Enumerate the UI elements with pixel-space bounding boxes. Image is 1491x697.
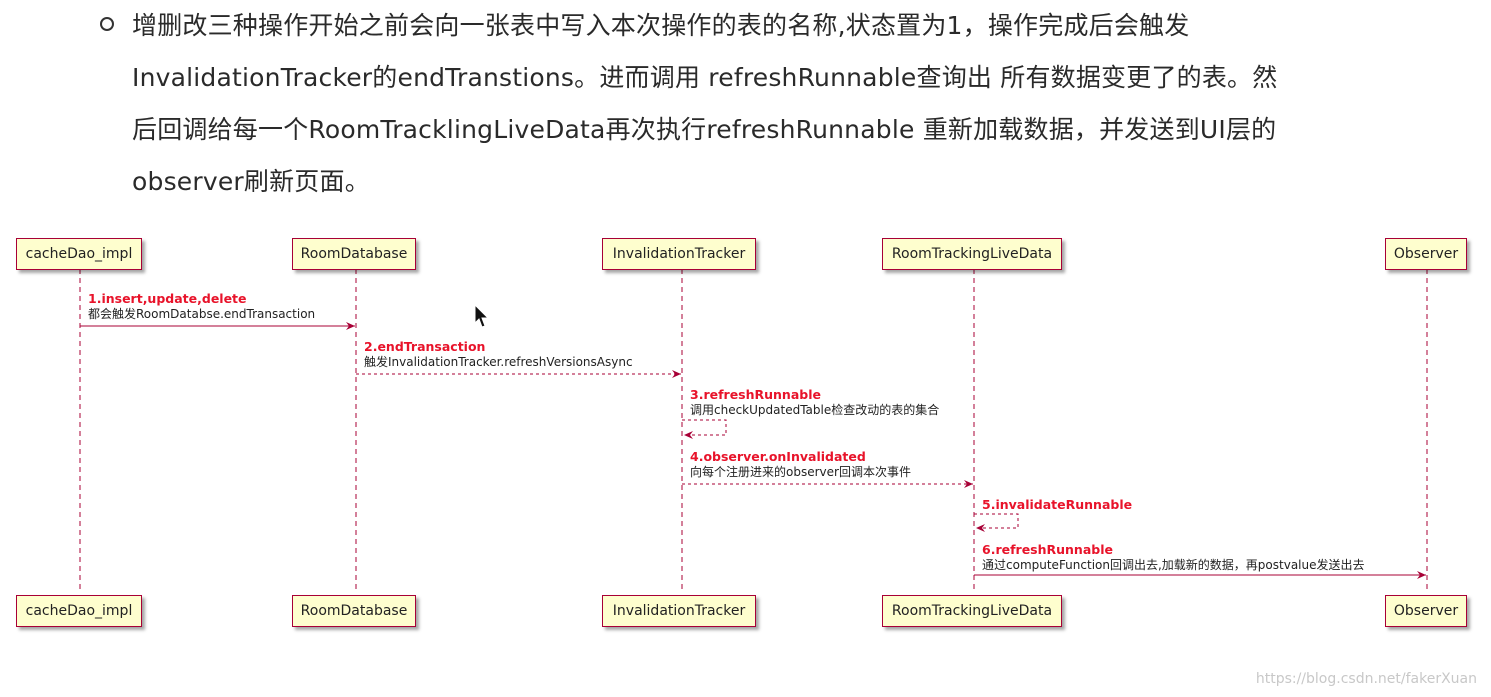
message-title-2: 2.endTransaction <box>364 339 486 354</box>
message-sub-3: 调用checkUpdatedTable检查改动的表的集合 <box>690 403 940 417</box>
message-title-4: 4.observer.onInvalidated <box>690 449 866 464</box>
message-label-2: 2.endTransaction 触发InvalidationTracker.r… <box>364 339 633 370</box>
message-arrow-3 <box>682 419 727 439</box>
participant-cachedao-bottom: cacheDao_impl <box>16 595 142 627</box>
paragraph-line-1: 增删改三种操作开始之前会向一张表中写入本次操作的表的名称,状态置为1，操作完成后… <box>132 11 1190 40</box>
message-sub-2: 触发InvalidationTracker.refreshVersionsAsy… <box>364 355 633 369</box>
paragraph-line-2: InvalidationTracker的endTranstions。进而调用 r… <box>132 63 1278 92</box>
participant-roomdatabase-top: RoomDatabase <box>292 238 416 270</box>
message-title-5: 5.invalidateRunnable <box>982 497 1133 512</box>
participant-roomtrackinglivedata-top: RoomTrackingLiveData <box>882 238 1062 270</box>
diagram-lines <box>79 269 1428 593</box>
message-title-1: 1.insert,update,delete <box>88 291 247 306</box>
message-sub-1: 都会触发RoomDatabse.endTransaction <box>88 307 316 321</box>
message-label-5: 5.invalidateRunnable <box>982 497 1132 513</box>
message-label-3: 3.refreshRunnable 调用checkUpdatedTable检查改… <box>690 387 939 418</box>
participant-roomtrackinglivedata-bottom: RoomTrackingLiveData <box>882 595 1062 627</box>
participant-invalidationtracker-bottom: InvalidationTracker <box>602 595 756 627</box>
paragraph-line-4: observer刷新页面。 <box>132 167 370 196</box>
message-arrow-5 <box>974 513 1019 532</box>
message-label-6: 6.refreshRunnable 通过computeFunction回调出去,… <box>982 542 1365 573</box>
watermark-url: https://blog.csdn.net/fakerXuan <box>1255 671 1477 687</box>
message-title-6: 6.refreshRunnable <box>982 542 1113 557</box>
bullet-circle-icon <box>100 17 114 31</box>
message-sub-4: 向每个注册进来的observer回调本次事件 <box>690 465 911 479</box>
paragraph-text: 增删改三种操作开始之前会向一张表中写入本次操作的表的名称,状态置为1，操作完成后… <box>132 0 1482 208</box>
participant-cachedao-top: cacheDao_impl <box>16 238 142 270</box>
message-label-4: 4.observer.onInvalidated 向每个注册进来的observe… <box>690 449 911 480</box>
message-title-3: 3.refreshRunnable <box>690 387 821 402</box>
mouse-cursor-icon <box>474 304 490 328</box>
participant-invalidationtracker-top: InvalidationTracker <box>602 238 756 270</box>
participant-roomdatabase-bottom: RoomDatabase <box>292 595 416 627</box>
message-label-1: 1.insert,update,delete 都会触发RoomDatabse.e… <box>88 291 315 322</box>
message-sub-6: 通过computeFunction回调出去,加载新的数据，再postvalue发… <box>982 558 1365 572</box>
participant-observer-bottom: Observer <box>1385 595 1467 627</box>
paragraph-line-3: 后回调给每一个RoomTracklingLiveData再次执行refreshR… <box>132 115 1277 144</box>
participant-observer-top: Observer <box>1385 238 1467 270</box>
sequence-diagram: cacheDao_impl RoomDatabase InvalidationT… <box>0 215 1491 655</box>
